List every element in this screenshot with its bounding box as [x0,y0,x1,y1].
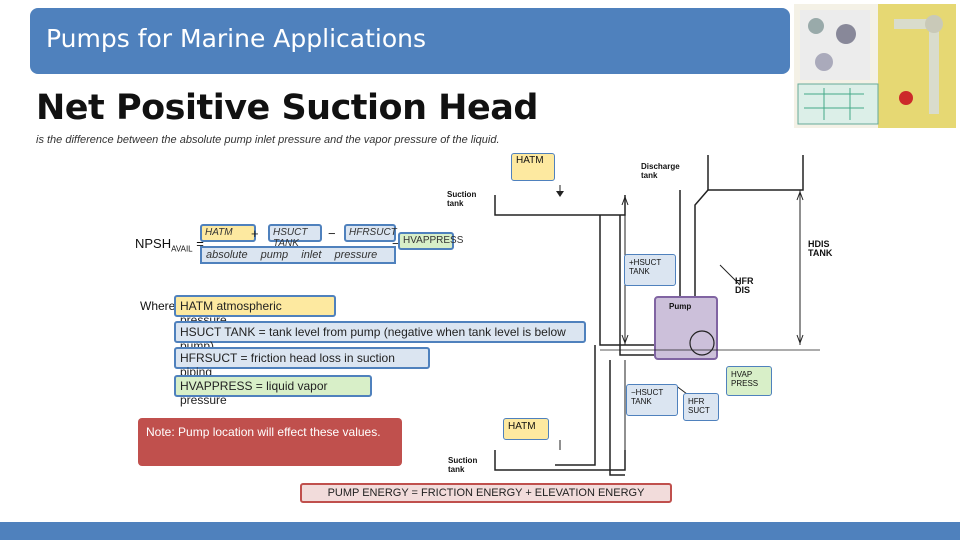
suction-pipe-top [599,215,655,346]
suction-pipe-bottom [555,345,596,466]
footer-bar [0,522,960,540]
label-suction-tank-bottom: Suction tank [448,456,478,474]
def-h-atm: HATM atmospheric pressure [174,295,336,327]
desc-pump: pump [260,249,289,261]
where-label: Where [140,299,176,313]
label-pump: Pump [669,302,692,311]
tag-h-atm-top: HATM [511,153,555,181]
def-h-fr-suct: HFRSUCT = friction head loss in suction … [174,347,430,379]
term-h-vap-press: HVAPPRESS [398,232,463,250]
suction-tank-top-outline [494,195,626,216]
title-banner: Pumps for Marine Applications [30,8,790,74]
tag-h-suct-tank-pos: +HSUCT TANK [624,254,676,286]
marine-pump-photo [794,4,956,128]
npsh-sub: AVAIL [171,244,193,254]
def-h-vap-press: HVAPPRESS = liquid vapor pressure [174,375,372,407]
def-h-suct-tank: HSUCT TANK = tank level from pump (negat… [174,321,586,353]
h-fr-dis-pointer [719,264,741,286]
section-subtitle: is the difference between the absolute p… [36,134,500,146]
slide-title: Pumps for Marine Applications [46,24,426,53]
equals-sign: = [196,236,204,251]
npsh-label: NPSHAVAIL = [135,236,204,254]
desc-pressure: pressure [334,249,378,261]
description-row: absolute pump inlet pressure [200,246,396,264]
suction-pipe-bottom-inner [609,360,625,476]
suction-tank-bottom-outline [494,450,626,471]
desc-absolute: absolute [206,249,248,261]
note-callout: Note: Pump location will effect these va… [138,418,402,466]
tag-h-vap-press: HVAP PRESS [726,366,772,396]
tag-h-suct-tank-neg: −HSUCT TANK [626,384,678,416]
discharge-pipe-inner [694,189,709,335]
term-h-suct-tank: HSUCT TANK [268,224,322,249]
minus-sign-1: − [328,226,336,241]
pump-system-diagram [494,155,820,476]
label-h-dis-tank: HDIS TANK [808,239,833,258]
section-heading: Net Positive Suction Head [36,88,538,128]
npsh-text: NPSH [135,236,172,251]
suction-pipe-top-inner [619,215,655,356]
h-suct-pos-arrows [621,195,629,345]
tag-h-atm-bottom: HATM [503,418,549,440]
label-suction-tank-top: Suction tank [447,190,477,208]
label-discharge-tank: Discharge tank [641,162,680,180]
desc-inlet: inlet [301,249,322,261]
label-h-fr-dis: HFR DIS [735,276,754,295]
discharge-tank-outline [707,155,804,191]
plus-sign: + [251,226,259,241]
energy-equation: PUMP ENERGY = FRICTION ENERGY + ELEVATIO… [300,483,672,503]
atm-arrowhead-top [556,191,564,197]
term-h-fr-suct: HFRSUCT [344,224,397,242]
pump-box [654,296,718,360]
minus-sign-2: − [392,236,400,251]
term-h-atm: HATM [200,224,256,242]
tag-h-fr-suct: HFR SUCT [683,393,719,421]
h-dis-tank-arrows [796,190,804,345]
pump-impeller [689,330,715,356]
